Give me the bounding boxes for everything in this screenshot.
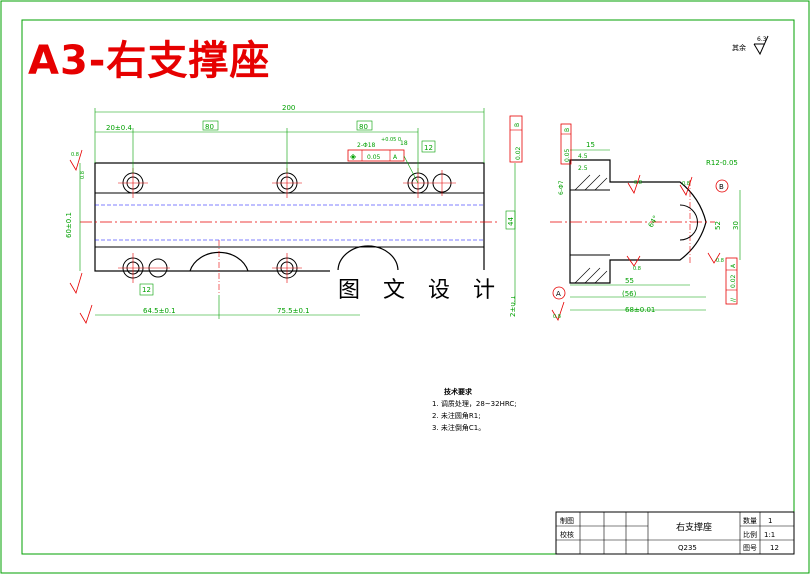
par-value: 0.02 (730, 274, 737, 288)
tb-part-name: 右支撑座 (676, 521, 712, 533)
sheet-title: A3-右支撑座 (28, 38, 271, 84)
hole-callout: 2-Φ18 (357, 142, 376, 149)
dim-r12: R12-0.05 (706, 159, 738, 167)
rough-a: 0.8 (634, 180, 642, 186)
tol-005-letter: B (564, 128, 571, 132)
tb-scale-value: 1:1 (764, 531, 775, 539)
dim-80a: 80 (205, 123, 214, 131)
tb-qty-label: 数量 (743, 516, 757, 525)
position-ref: A (393, 154, 398, 161)
dim-60: 60±0.1 (65, 212, 73, 238)
dim-6-phi7: 6-Φ7 (558, 180, 565, 195)
dim-2: 2±0.1 (509, 296, 517, 317)
tech-req-item: 1. 调质处理，28~32HRC; (432, 400, 517, 408)
rough-e: 0.8 (553, 314, 561, 320)
tol-b-letter: B (514, 123, 521, 127)
title-block: 制图 校核 右支撑座 Q235 数量 1 比例 1:1 图号 12 (555, 511, 795, 555)
dim-left-small: 0.8 (80, 171, 86, 179)
tech-req-item: 2. 未注圆角R1; (432, 412, 481, 420)
tol-b-value: 0.02 (515, 146, 522, 160)
dim-18: 18 (400, 140, 408, 147)
dim-12b: 12 (424, 144, 433, 152)
dim-52: 52 (714, 221, 722, 230)
dim-12a: 12 (142, 286, 151, 294)
dim-4-5: 4.5 (578, 153, 588, 160)
tb-material: Q235 (678, 544, 697, 552)
datum-b: B (719, 183, 724, 191)
roughness-left-value: 0.8 (71, 152, 79, 158)
dim-80b: 80 (359, 123, 368, 131)
tol-005-value: 0.05 (564, 148, 571, 162)
hole-bottom-left (118, 253, 170, 283)
tb-checked-label: 校核 (560, 530, 574, 539)
dim-2-5: 2.5 (578, 165, 588, 172)
position-symbol: ◈ (350, 152, 357, 161)
hole-tolerance: +0.05 0 (381, 137, 401, 143)
dim-angle: 64° (647, 214, 660, 229)
tb-dwgno-label: 图号 (743, 544, 757, 552)
dim-68: 68±0.01 (625, 306, 655, 314)
side-view: 15 4.5 2.5 6-Φ7 0.05 B R12-0.05 64° 30 5… (550, 123, 741, 321)
inner-border (21, 19, 795, 555)
front-view: 200 20±0.4 80 80 60±0.1 0.8 44 2±0.1 0.0… (65, 104, 523, 324)
dim-56: (56) (622, 290, 637, 298)
dim-30: 30 (732, 221, 740, 230)
dim-55: 55 (625, 277, 634, 285)
tb-dwgno-value: 12 (770, 544, 779, 552)
dim-15: 15 (586, 141, 595, 149)
tb-drawn-label: 制图 (560, 516, 574, 525)
datum-a: A (556, 290, 561, 298)
tech-req-title: 技术要求 (444, 388, 472, 396)
watermark: 图 文 设 计 (330, 270, 511, 306)
par-symbol: // (730, 297, 737, 302)
rough-b: 0.8 (682, 181, 690, 187)
roughness-value: 6.3 (757, 36, 767, 43)
dim-44: 44 (507, 217, 515, 226)
rough-d: 0.8 (716, 258, 724, 264)
tb-scale-label: 比例 (743, 530, 757, 539)
position-value: 0.05 (367, 154, 381, 161)
tb-qty-value: 1 (768, 517, 772, 525)
hole-bottom-middle (272, 253, 302, 283)
dim-overall: 200 (282, 104, 295, 112)
roughness-note: 其余 (732, 43, 746, 52)
technical-requirements: 技术要求 1. 调质处理，28~32HRC; 2. 未注圆角R1; 3. 未注倒… (432, 386, 517, 434)
roughness-mark-left: 0.8 (69, 149, 83, 171)
roughness-symbol: 其余 6.3 (732, 35, 769, 56)
tech-req-item: 3. 未注倒角C1。 (432, 424, 486, 432)
dim-64-5: 64.5±0.1 (143, 307, 176, 315)
dim-20: 20±0.4 (106, 124, 132, 132)
dim-75-5: 75.5±0.1 (277, 307, 310, 315)
rough-c: 0.8 (633, 266, 641, 272)
par-ref: A (730, 263, 737, 268)
